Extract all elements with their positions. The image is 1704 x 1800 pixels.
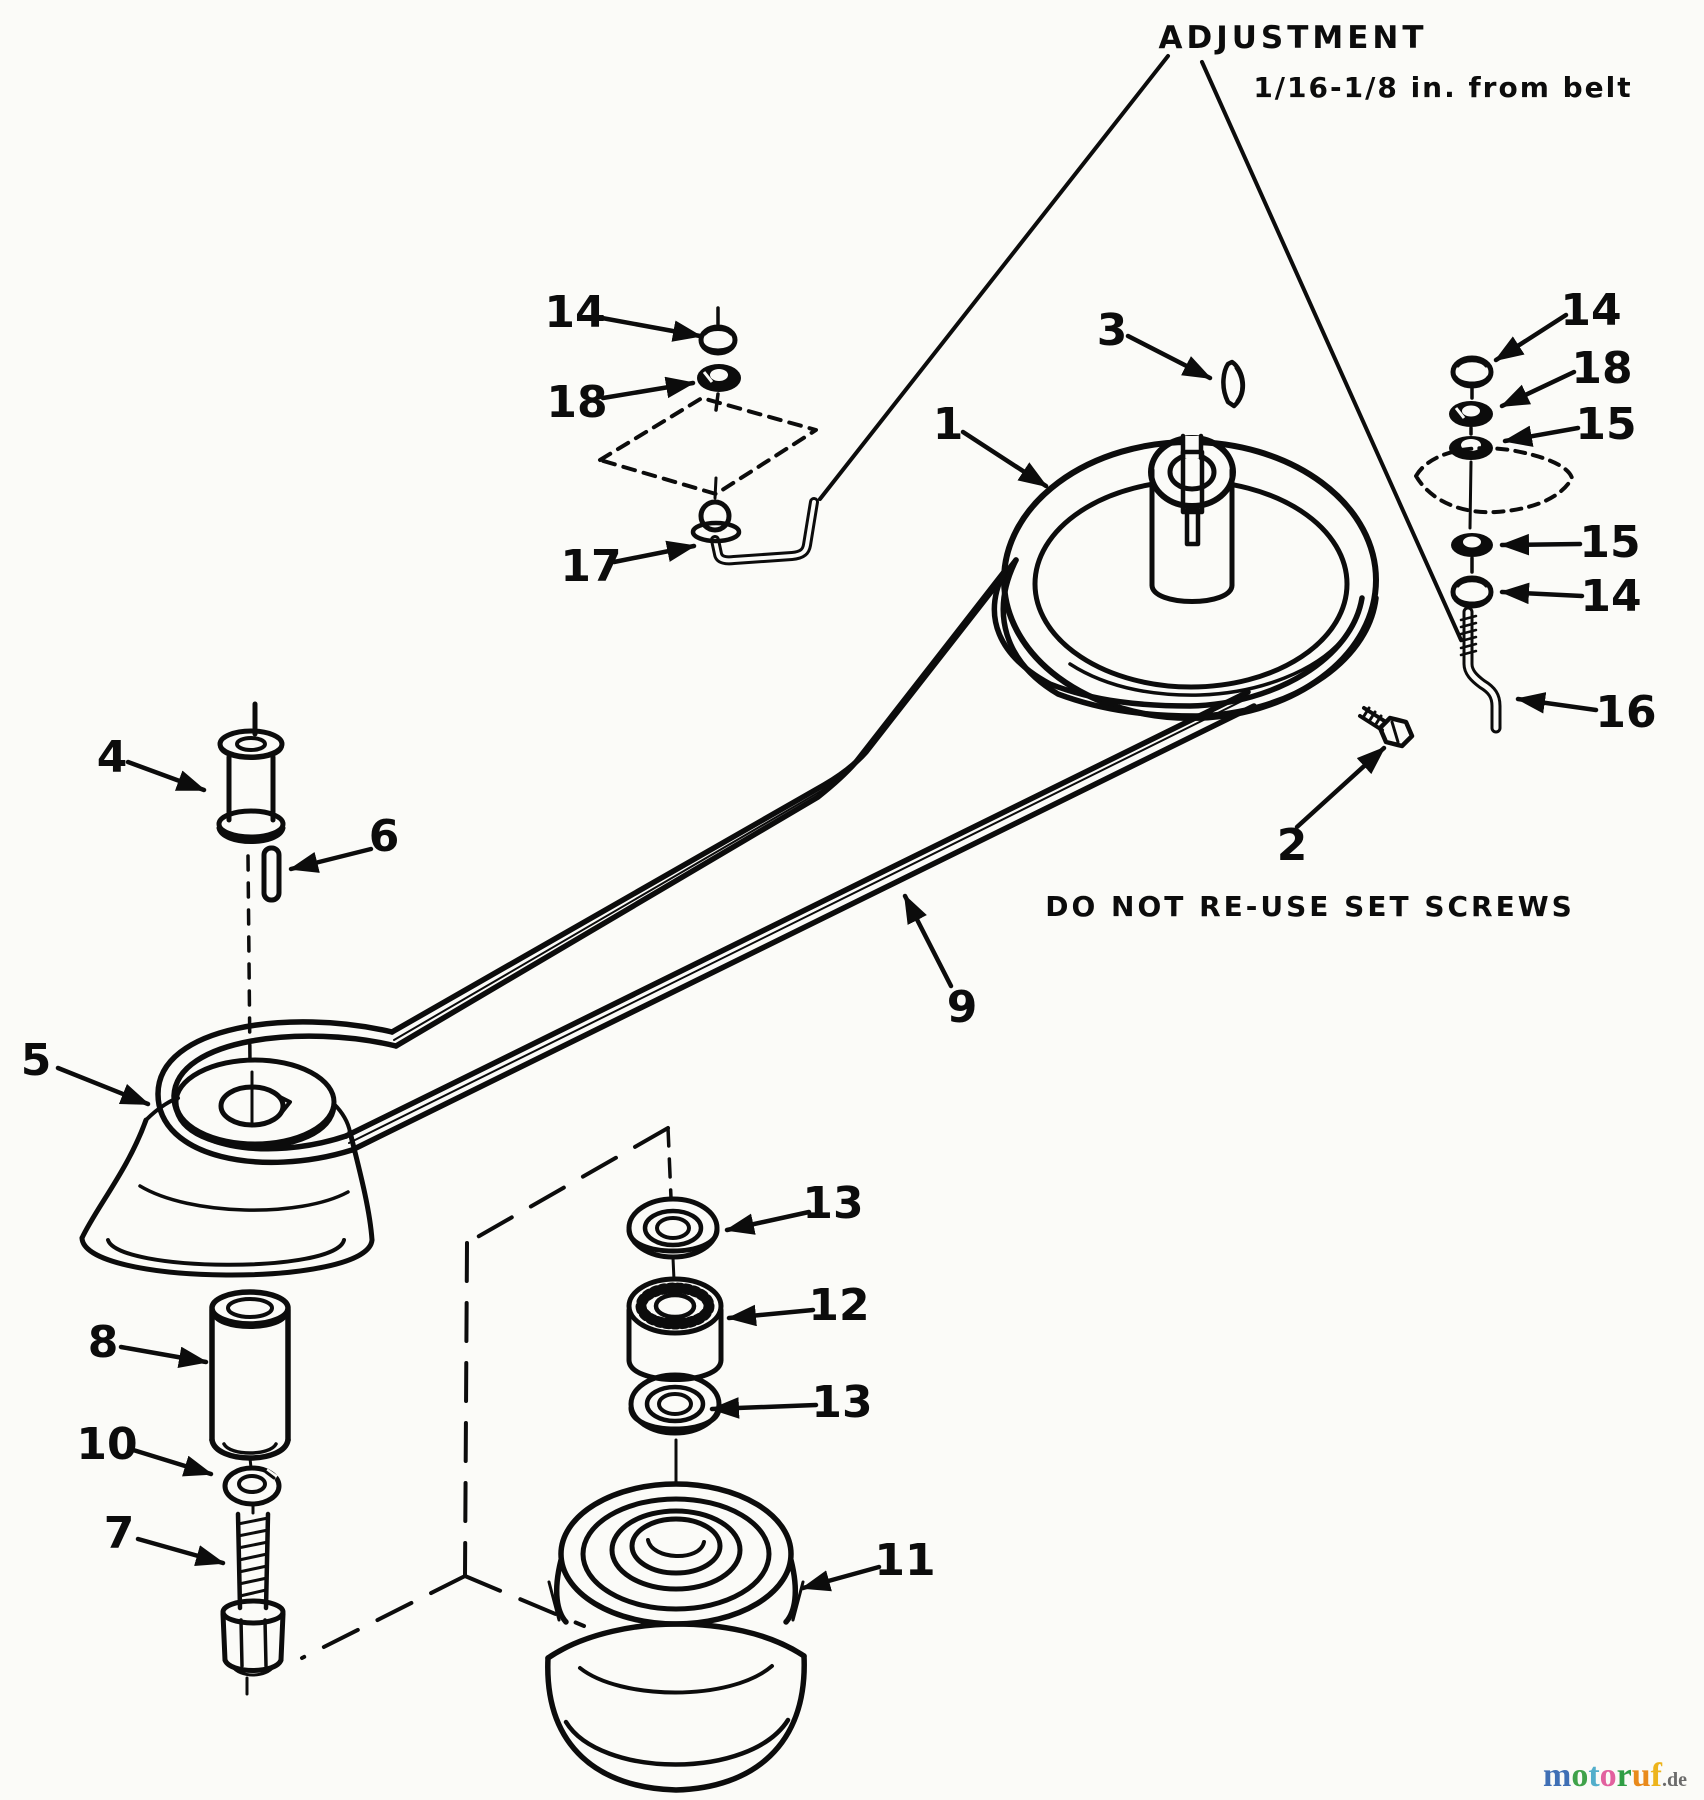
right-hardware-stack	[1414, 355, 1574, 734]
callout-14-left: 14	[544, 287, 605, 338]
callout-12: 12	[808, 1280, 869, 1331]
callout-3-arrow	[1125, 333, 1213, 381]
callout-4-arrow	[125, 759, 207, 793]
callout-12-arrow	[726, 1304, 816, 1327]
watermark-letter: t	[1588, 1757, 1600, 1794]
bottom-pulley	[545, 1481, 807, 1793]
set-screw	[1358, 706, 1415, 749]
watermark-domain-suffix: .de	[1662, 1769, 1687, 1791]
callout-16: 16	[1595, 687, 1656, 738]
adjustment-leaders	[818, 54, 1463, 642]
callout-18-left: 18	[546, 377, 607, 428]
callout-13-upper-arrow	[724, 1209, 812, 1235]
watermark-letter: o	[1571, 1757, 1588, 1794]
callout-10-arrow	[127, 1446, 214, 1477]
callout-2-arrow	[1294, 745, 1387, 830]
left-hardware-stack	[598, 306, 819, 566]
callout-15-right-lower-arrow	[1499, 533, 1583, 556]
callout-14-right-bottom-arrow	[1499, 582, 1585, 605]
adjustment-subtitle: 1/16-1/8 in. from belt	[1253, 71, 1632, 104]
callout-5: 5	[21, 1035, 52, 1086]
watermark-letter: r	[1617, 1757, 1632, 1794]
callout-14-right-top-arrow	[1493, 312, 1569, 363]
woodruff-key	[1221, 359, 1245, 409]
callout-11-arrow	[800, 1564, 882, 1592]
callout-7-arrow	[135, 1536, 226, 1567]
callout-14-right-bottom: 14	[1580, 571, 1641, 622]
callout-9: 9	[947, 982, 978, 1033]
watermark: motoruf.de	[1543, 1757, 1687, 1794]
callout-13-lower: 13	[811, 1377, 872, 1428]
callout-18-right: 18	[1571, 343, 1632, 394]
watermark-letter: f	[1651, 1757, 1663, 1794]
watermark-motoruf: motoruf.de	[1543, 1757, 1687, 1794]
callout-1-arrow	[960, 429, 1049, 489]
callout-10: 10	[76, 1419, 137, 1470]
callout-15-right-upper: 15	[1575, 399, 1636, 450]
drive-pulley	[1001, 433, 1379, 721]
bolt-stack	[209, 1289, 291, 1677]
annotations: ADJUSTMENT 1/16-1/8 in. from belt DO NOT…	[1045, 20, 1632, 923]
bearing-stack	[626, 1196, 724, 1436]
callout-1: 1	[933, 399, 964, 450]
callout-14-right-top: 14	[1560, 285, 1621, 336]
watermark-letter: o	[1600, 1757, 1617, 1794]
callout-13-upper: 13	[802, 1178, 863, 1229]
callout-15-right-lower: 15	[1579, 517, 1640, 568]
callout-8-arrow	[118, 1344, 209, 1368]
callout-4: 4	[97, 732, 128, 783]
callout-14-left-arrow	[599, 315, 703, 342]
callouts: 14 18 17 1 3 14 18 15 15 14 16 2 9 5 4 6…	[21, 285, 1657, 1592]
spacer-and-pin	[216, 701, 286, 903]
callout-5-arrow	[55, 1065, 151, 1107]
warning-text: DO NOT RE-USE SET SCREWS	[1045, 890, 1575, 923]
adjustment-title: ADJUSTMENT	[1158, 20, 1427, 56]
callout-17: 17	[560, 541, 621, 592]
callout-2: 2	[1277, 820, 1308, 871]
callout-18-right-arrow	[1499, 369, 1577, 409]
callout-13-lower-arrow	[709, 1397, 819, 1419]
watermark-letter: u	[1632, 1757, 1651, 1794]
drive-belt	[155, 557, 1379, 1166]
callout-16-arrow	[1515, 692, 1599, 714]
spindle-pulley	[79, 1057, 375, 1278]
callout-8: 8	[88, 1317, 119, 1368]
watermark-letter: m	[1543, 1757, 1571, 1794]
callout-17-arrow	[611, 540, 697, 565]
construction-lines	[245, 854, 678, 1696]
callout-6-arrow	[288, 846, 374, 873]
callout-11: 11	[874, 1535, 935, 1586]
callout-15-right-upper-arrow	[1502, 425, 1581, 447]
callout-18-left-arrow	[600, 376, 696, 401]
callout-3: 3	[1097, 305, 1128, 356]
callout-9-arrow	[902, 893, 954, 989]
callout-7: 7	[104, 1508, 135, 1559]
callout-6: 6	[369, 811, 400, 862]
